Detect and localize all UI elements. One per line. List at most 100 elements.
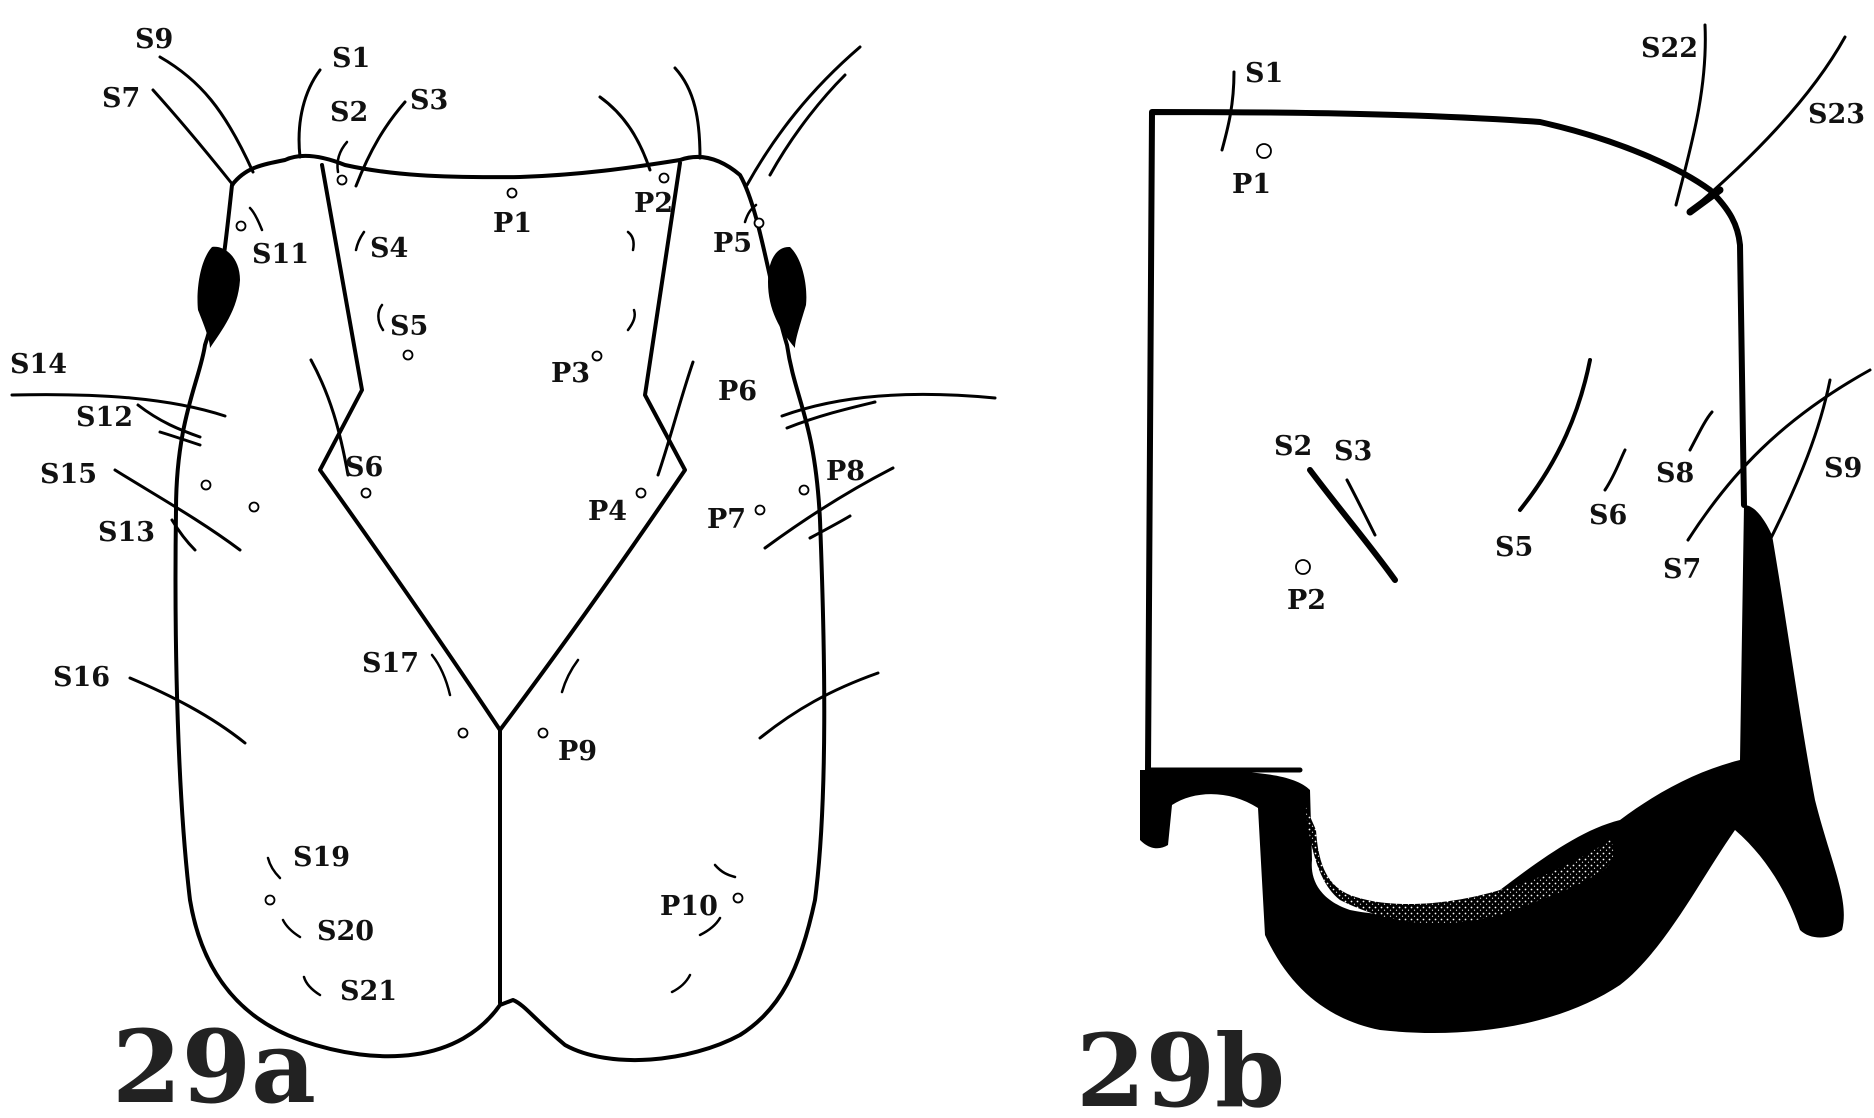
label-p1-b: P1 [1232,169,1271,200]
pore-p1-a [506,187,518,199]
head-capsule-dorsal [10,45,997,1063]
label-s15-a: S15 [40,459,97,490]
label-s22-b: S22 [1641,33,1698,64]
seta-r8-a [808,514,852,540]
seta-p2-short-a [626,230,635,252]
pore-p1-b [1256,143,1272,159]
label-s11-a: S11 [252,239,309,270]
seta-r9-a [758,671,880,740]
seta-s13-a [170,518,197,552]
seta-s9-b [1768,378,1832,542]
label-p10-a: P10 [660,891,718,922]
seta-s2-b [1307,467,1398,583]
seta-p5-short-a [743,203,758,224]
label-p9-a: P9 [558,736,597,767]
seta-r6-a [785,400,877,430]
labels-29a: S9 S7 S1 S2 S3 S11 S4 P1 P2 P5 S5 P3 S14… [10,24,865,1118]
pore-s17-a [457,727,469,739]
seta-s22-b [1674,23,1707,207]
seta-s1-a [297,68,322,159]
label-s19-a: S19 [293,842,350,873]
pore-s19-a [264,894,276,906]
pore-p4-a [635,487,647,499]
label-p4-a: P4 [588,496,627,527]
label-s20-a: S20 [317,916,374,947]
seta-s5-a [377,303,385,332]
seta-s14-a [10,393,227,418]
label-p5-a: P5 [713,228,752,259]
seta-r19-a [713,863,737,879]
label-s2-a: S2 [330,97,368,128]
seta-s8-b [1688,410,1714,452]
seta-p3-short-a [626,308,636,332]
label-s23-b: S23 [1808,99,1865,130]
seta-r3-a [745,45,862,187]
label-s13-a: S13 [98,517,155,548]
label-p3-a: P3 [551,358,590,389]
figure-label-29a: 29a [112,1008,316,1118]
label-s2-b: S2 [1274,431,1312,462]
seta-s7-a [151,88,235,187]
seta-r4-a [768,73,847,177]
label-s5-b: S5 [1495,532,1533,563]
seta-r21-a [670,973,692,994]
seta-r7-a [763,466,895,550]
label-s16-a: S16 [53,662,110,693]
pore-s15-a [200,479,212,491]
right-eye [768,246,807,348]
lateral-outline [1145,109,1747,773]
label-s21-a: S21 [340,976,397,1007]
label-s7-b: S7 [1663,554,1701,585]
label-s3-b: S3 [1334,436,1372,467]
label-s9-a: S9 [135,24,173,55]
label-s5-a: S5 [390,311,428,342]
seta-s1-b [1220,70,1236,152]
head-capsule-outline [173,153,827,1063]
seta-s17-a [430,653,452,697]
label-s8-b: S8 [1656,458,1694,489]
label-s6-b: S6 [1589,500,1627,531]
pore-p7-a [754,504,766,516]
pore-s6-a [360,487,372,499]
seta-r5-a [780,392,997,418]
seta-s6-a [309,358,350,477]
pore-p5-a [753,217,765,229]
seta-s4-a [354,230,366,252]
pore-s11-a [235,220,247,232]
pore-p2-a [658,172,670,184]
label-s7-a: S7 [102,83,140,114]
seta-s12b-a [158,430,202,447]
seta-s7-b [1686,368,1872,542]
label-s6-a: S6 [345,452,383,483]
label-s4-a: S4 [370,233,408,264]
seta-s20-a [281,918,302,939]
pore-p9-a [537,727,549,739]
seta-s9-a [158,55,255,174]
label-p2-a: P2 [634,188,673,219]
seta-r20-a [698,916,722,937]
seta-s2-a [336,140,349,174]
head-capsule-lateral [1140,23,1872,1033]
seta-s3-a [354,100,407,188]
stippled-membrane [1305,805,1614,924]
label-s9-b: S9 [1824,453,1862,484]
label-s14-a: S14 [10,349,67,380]
seta-s6-b [1603,448,1627,492]
seta-s11-a [248,206,264,232]
pore-s2-a [336,174,348,186]
seta-s12-a [136,403,202,439]
label-s1-a: S1 [332,43,370,74]
label-s3-a: S3 [410,85,448,116]
seta-s3-b [1345,478,1377,537]
seta-s15-a [113,468,242,552]
label-p6-a: P6 [718,376,757,407]
left-eye [197,246,240,348]
seta-s5-b [1518,358,1592,512]
seta-s23-base-b [1686,186,1724,216]
label-s12-a: S12 [76,402,133,433]
labels-29b: S1 P1 S22 S23 S2 S3 P2 S5 S6 S8 S9 S7 29… [1076,33,1865,1118]
figure-label-29b: 29b [1076,1012,1285,1118]
label-p7-a: P7 [707,504,746,535]
pore-p2-b [1295,559,1311,575]
